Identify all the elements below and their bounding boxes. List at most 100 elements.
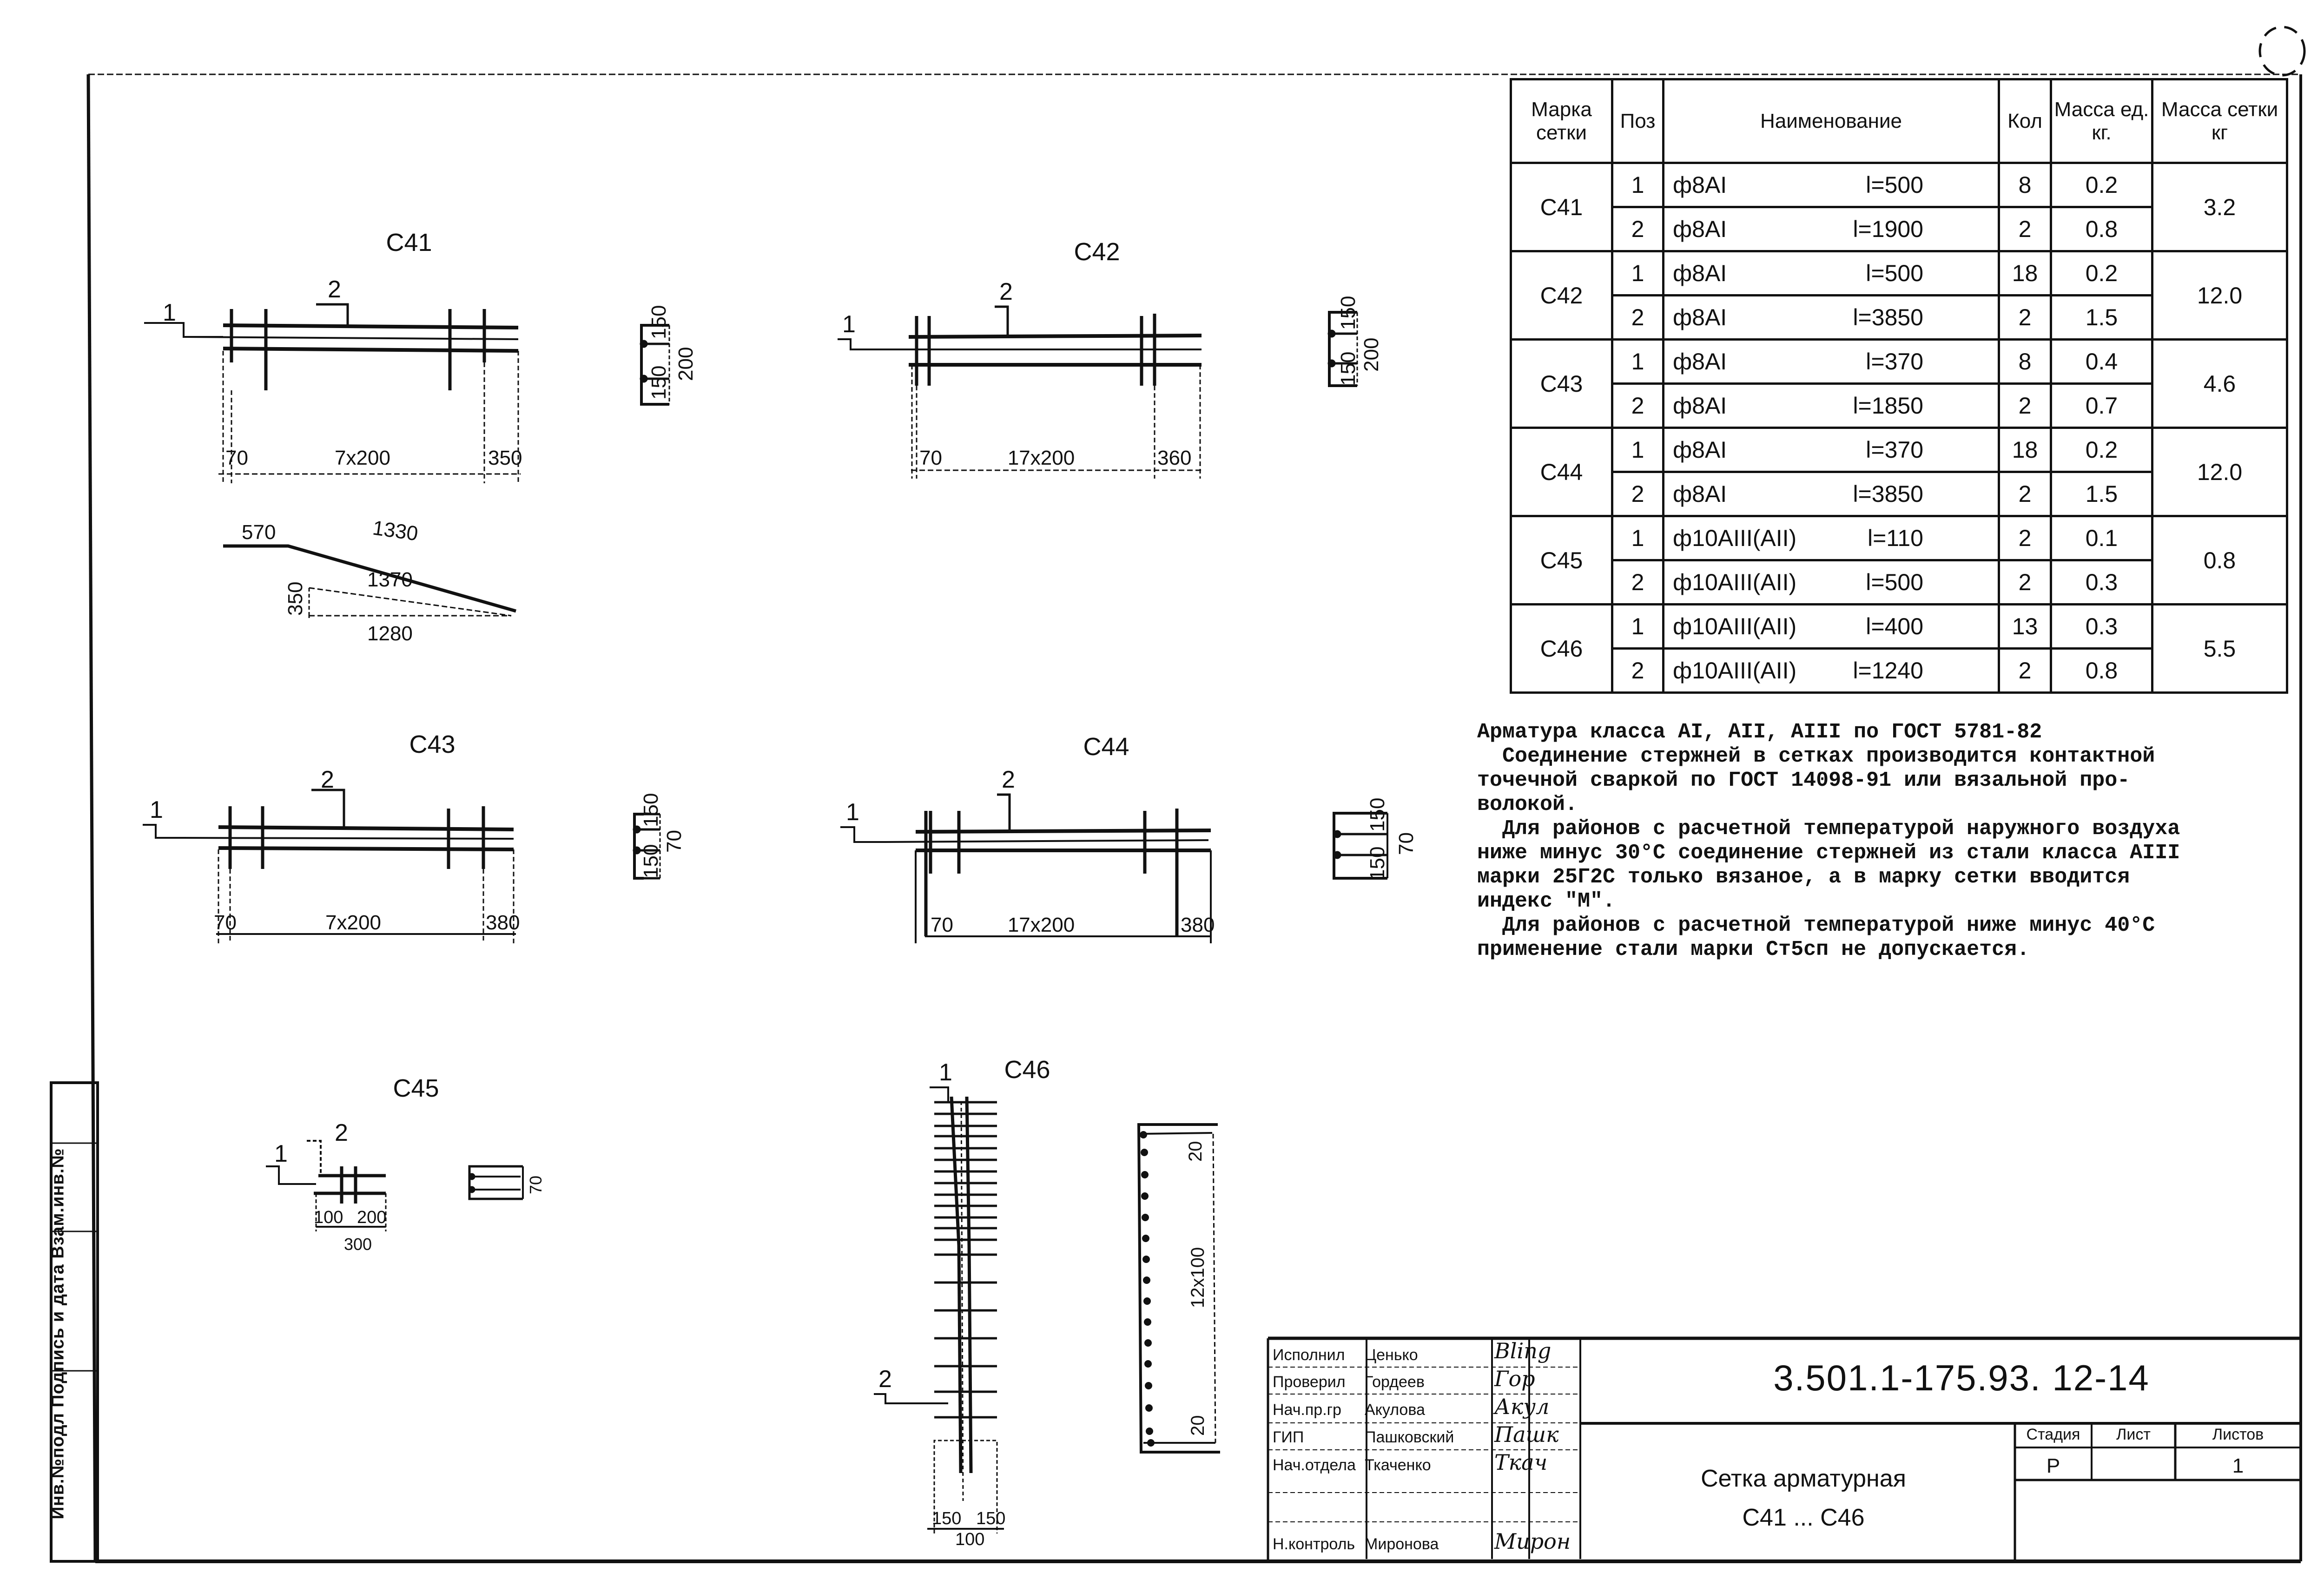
position: 1 xyxy=(1611,250,1664,296)
sheets-value: 1 xyxy=(2232,1454,2244,1477)
svg-text:17x200: 17x200 xyxy=(1008,914,1075,936)
mesh-mass: 3.2 xyxy=(2151,162,2288,252)
table-header-row: Марка сетки Поз Наименование Кол Масса е… xyxy=(1510,78,2288,164)
col-header-mark: Марка сетки xyxy=(1510,78,1613,164)
svg-text:20: 20 xyxy=(1185,1141,1206,1162)
drawing-c44: C44 1 2 70 17x200 380 150 150 70 xyxy=(840,733,1418,943)
mesh-mark: C46 xyxy=(1510,603,1613,694)
quantity: 2 xyxy=(1998,515,2052,561)
stage-value: Р xyxy=(2046,1454,2060,1477)
quantity: 8 xyxy=(1998,338,2052,385)
note-2: Соединение стержней в сетках производитс… xyxy=(1477,744,2155,816)
svg-text:100: 100 xyxy=(955,1530,984,1549)
side-stamp-box xyxy=(50,1081,99,1563)
bar-name: ф10AIII(AII)l=500 xyxy=(1662,559,2000,605)
svg-text:200: 200 xyxy=(1360,338,1383,372)
svg-text:12x100: 12x100 xyxy=(1188,1247,1208,1308)
sheet-header: Лист xyxy=(2116,1426,2151,1443)
note-1: Арматура класса AI, AII, AIII по ГОСТ 57… xyxy=(1477,720,2042,744)
unit-mass: 0.8 xyxy=(2050,206,2153,252)
mesh-mark: C44 xyxy=(1510,427,1613,517)
mesh-mass: 12.0 xyxy=(2151,250,2288,341)
position: 1 xyxy=(1611,162,1664,208)
drawing-c45: C45 1 2 100 200 300 70 xyxy=(266,1074,545,1254)
drawing-c42: C42 1 2 70 17x200 360 150 150 200 xyxy=(838,238,1383,479)
col-header-qty: Кол xyxy=(1998,78,2052,164)
mesh-mark: C42 xyxy=(1510,250,1613,341)
svg-text:2: 2 xyxy=(321,766,334,793)
svg-text:570: 570 xyxy=(242,521,276,544)
mesh-mark: C41 xyxy=(1510,162,1613,252)
document-code: 3.501.1-175.93. 12-14 xyxy=(1773,1357,2150,1398)
quantity: 2 xyxy=(1998,294,2052,341)
specification-table: Марка сетки Поз Наименование Кол Масса е… xyxy=(1510,78,2288,694)
svg-text:1: 1 xyxy=(842,311,856,338)
mesh-mass: 5.5 xyxy=(2151,603,2288,694)
svg-text:2: 2 xyxy=(1002,766,1015,793)
svg-text:70: 70 xyxy=(526,1176,545,1194)
drawing-c41: C41 1 2 70 7x200 350 570 1330 1370 1280 xyxy=(144,229,697,645)
title-block-frame xyxy=(1267,1336,2301,1561)
signature-norm-control: Мирон xyxy=(1494,1529,1571,1554)
note-3: Для районов с расчетной температурой нар… xyxy=(1477,817,2180,913)
signature-chief-engineer: Пашк xyxy=(1494,1422,1559,1447)
svg-text:2: 2 xyxy=(999,278,1013,305)
col-header-name: Наименование xyxy=(1662,78,2000,164)
position: 2 xyxy=(1611,647,1664,694)
position: 1 xyxy=(1611,515,1664,561)
position: 1 xyxy=(1611,338,1664,385)
svg-text:70: 70 xyxy=(225,447,248,469)
drawing-name-line1: Сетка арматурная xyxy=(1701,1465,1906,1492)
svg-text:C44: C44 xyxy=(1083,733,1129,761)
svg-text:1: 1 xyxy=(939,1059,952,1086)
side-stamp: Инв.№подл Подпись и дата Взам.инв.№ xyxy=(37,1101,79,1566)
svg-text:100: 100 xyxy=(314,1208,343,1227)
bar-name: ф10AIII(AII)l=110 xyxy=(1662,515,2000,561)
svg-text:C46: C46 xyxy=(1004,1056,1050,1084)
unit-mass: 0.3 xyxy=(2050,603,2153,650)
drawing-name-line2: C41 ... C46 xyxy=(1742,1504,1865,1531)
col-header-unit-mass: Масса ед. кг. xyxy=(2050,78,2153,164)
svg-text:17x200: 17x200 xyxy=(1008,447,1075,469)
drawing-name: Сетка арматурная C41 ... C46 xyxy=(1655,1459,1952,1537)
svg-text:2: 2 xyxy=(328,276,341,303)
side-stamp-label: Инв.№подл Подпись и дата Взам.инв.№ xyxy=(48,1148,68,1520)
position: 1 xyxy=(1611,427,1664,473)
position: 2 xyxy=(1611,382,1664,429)
svg-text:70: 70 xyxy=(214,911,237,934)
svg-text:150: 150 xyxy=(976,1509,1005,1528)
bar-name: ф10AIII(AII)l=1240 xyxy=(1662,647,2000,694)
signature-group-head: Акул xyxy=(1494,1394,1550,1419)
unit-mass: 1.5 xyxy=(2050,294,2153,341)
mesh-mark: C45 xyxy=(1510,515,1613,605)
unit-mass: 0.8 xyxy=(2050,647,2153,694)
svg-text:7x200: 7x200 xyxy=(325,911,381,934)
svg-text:C43: C43 xyxy=(409,730,455,758)
position: 1 xyxy=(1611,603,1664,650)
unit-mass: 0.1 xyxy=(2050,515,2153,561)
svg-text:350: 350 xyxy=(488,447,522,469)
svg-text:1280: 1280 xyxy=(367,622,413,645)
svg-text:1: 1 xyxy=(163,299,176,326)
svg-text:1: 1 xyxy=(274,1140,288,1167)
svg-text:200: 200 xyxy=(357,1208,386,1227)
svg-text:C41: C41 xyxy=(386,229,432,257)
quantity: 13 xyxy=(1998,603,2052,650)
svg-text:150: 150 xyxy=(640,793,662,827)
